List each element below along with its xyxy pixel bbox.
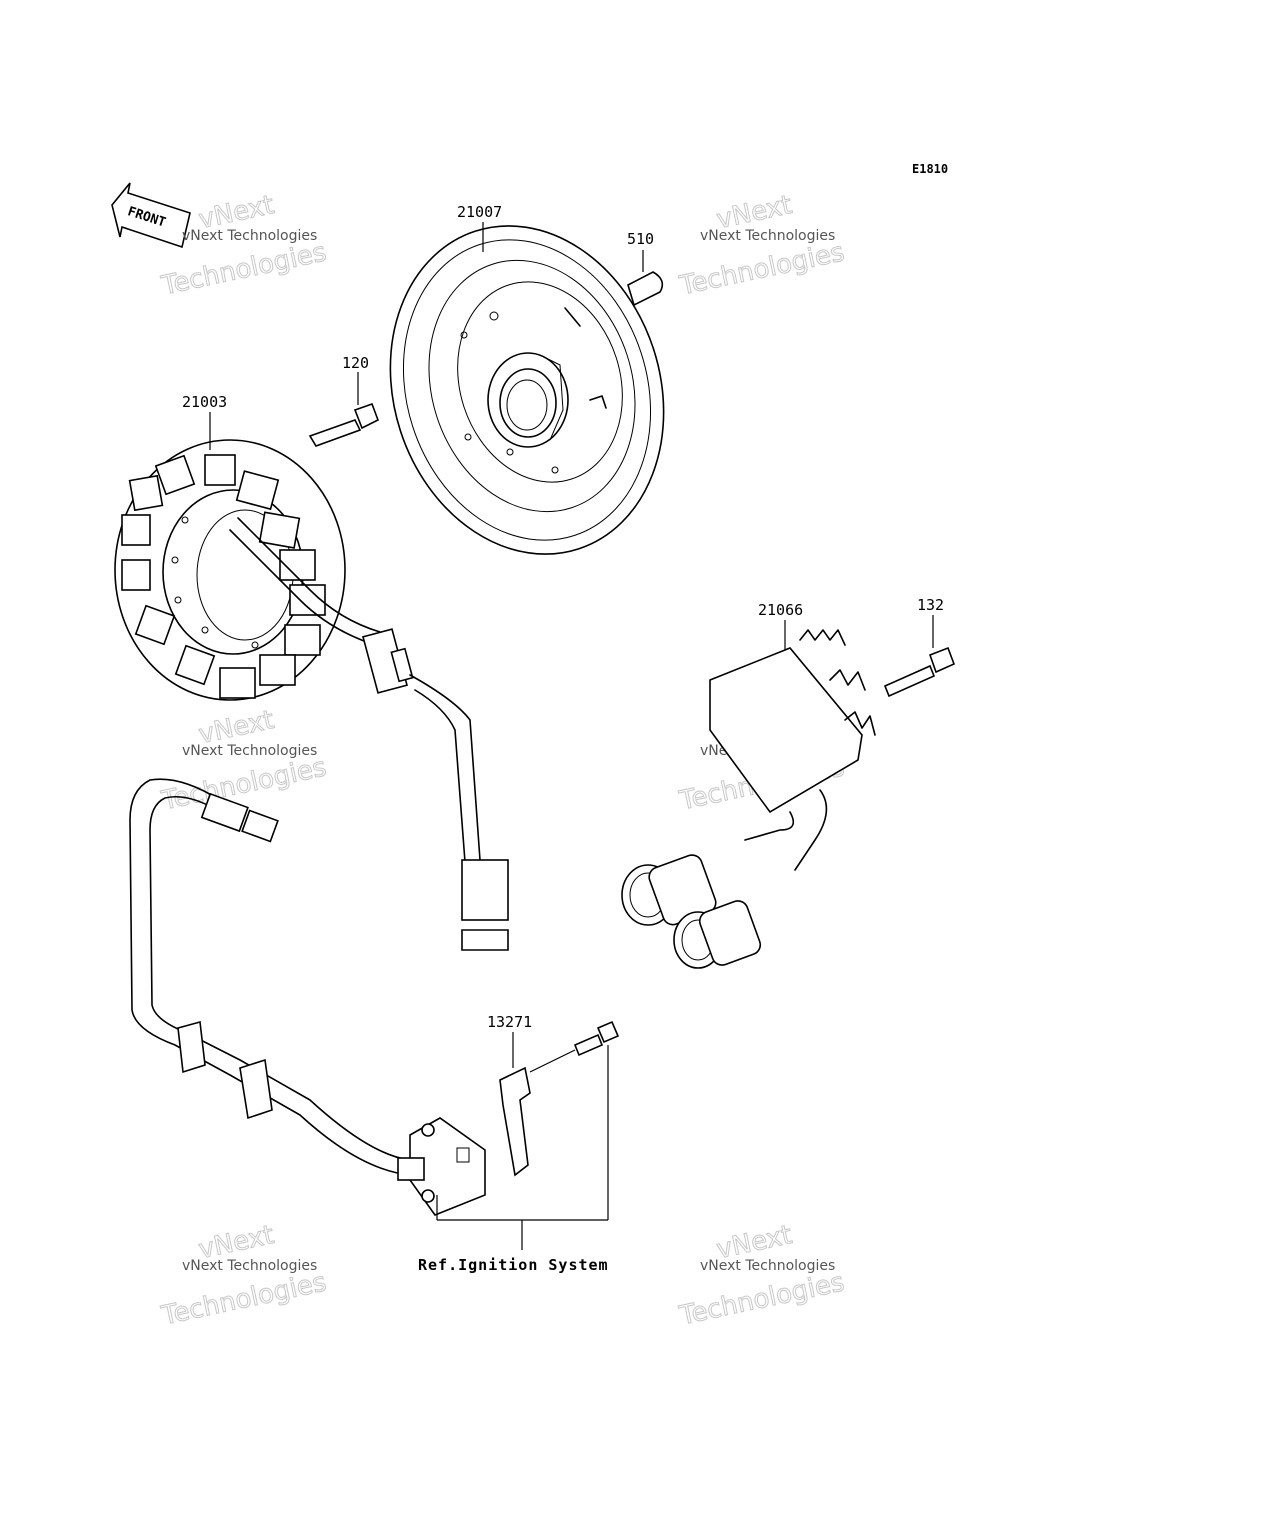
front-arrow-icon: FRONT bbox=[111, 182, 191, 249]
key-part bbox=[627, 271, 664, 307]
flywheel-part bbox=[389, 225, 665, 555]
reference-bracket bbox=[436, 1045, 609, 1250]
svg-text:Technologies: Technologies bbox=[676, 1267, 847, 1331]
watermark-3: vNext vNext Technologies Technologies bbox=[158, 705, 330, 818]
watermark-1: vNext vNext Technologies Technologies bbox=[158, 190, 330, 303]
svg-text:vNext Technologies: vNext Technologies bbox=[700, 228, 835, 244]
pickup-harness-part bbox=[129, 778, 620, 1216]
svg-text:vNext Technologies: vNext Technologies bbox=[182, 228, 317, 244]
watermark-6: vNext vNext Technologies Technologies bbox=[676, 1220, 848, 1333]
svg-text:vNext Technologies: vNext Technologies bbox=[182, 743, 317, 759]
watermark-2: vNext vNext Technologies Technologies bbox=[676, 190, 848, 303]
svg-text:Technologies: Technologies bbox=[676, 237, 847, 301]
part-number-132: 132 bbox=[917, 596, 944, 614]
part-number-21007: 21007 bbox=[457, 203, 502, 221]
reference-note: Ref.Ignition System bbox=[418, 1256, 609, 1274]
stator-part bbox=[114, 439, 509, 951]
part-number-13271: 13271 bbox=[487, 1013, 532, 1031]
svg-text:Technologies: Technologies bbox=[158, 1267, 329, 1331]
part-number-120: 120 bbox=[342, 354, 369, 372]
part-number-21003: 21003 bbox=[182, 393, 227, 411]
svg-text:vNext Technologies: vNext Technologies bbox=[182, 1258, 317, 1274]
svg-text:Technologies: Technologies bbox=[158, 237, 329, 301]
part-number-21066: 21066 bbox=[758, 601, 803, 619]
svg-text:vNext Technologies: vNext Technologies bbox=[700, 1258, 835, 1274]
watermark-5: vNext vNext Technologies Technologies bbox=[158, 1220, 330, 1333]
part-number-510: 510 bbox=[627, 230, 654, 248]
diagram-code: E1810 bbox=[912, 162, 948, 176]
bolt-120-part bbox=[308, 402, 380, 447]
regulator-part bbox=[621, 629, 876, 969]
bolt-132-part bbox=[883, 646, 956, 698]
